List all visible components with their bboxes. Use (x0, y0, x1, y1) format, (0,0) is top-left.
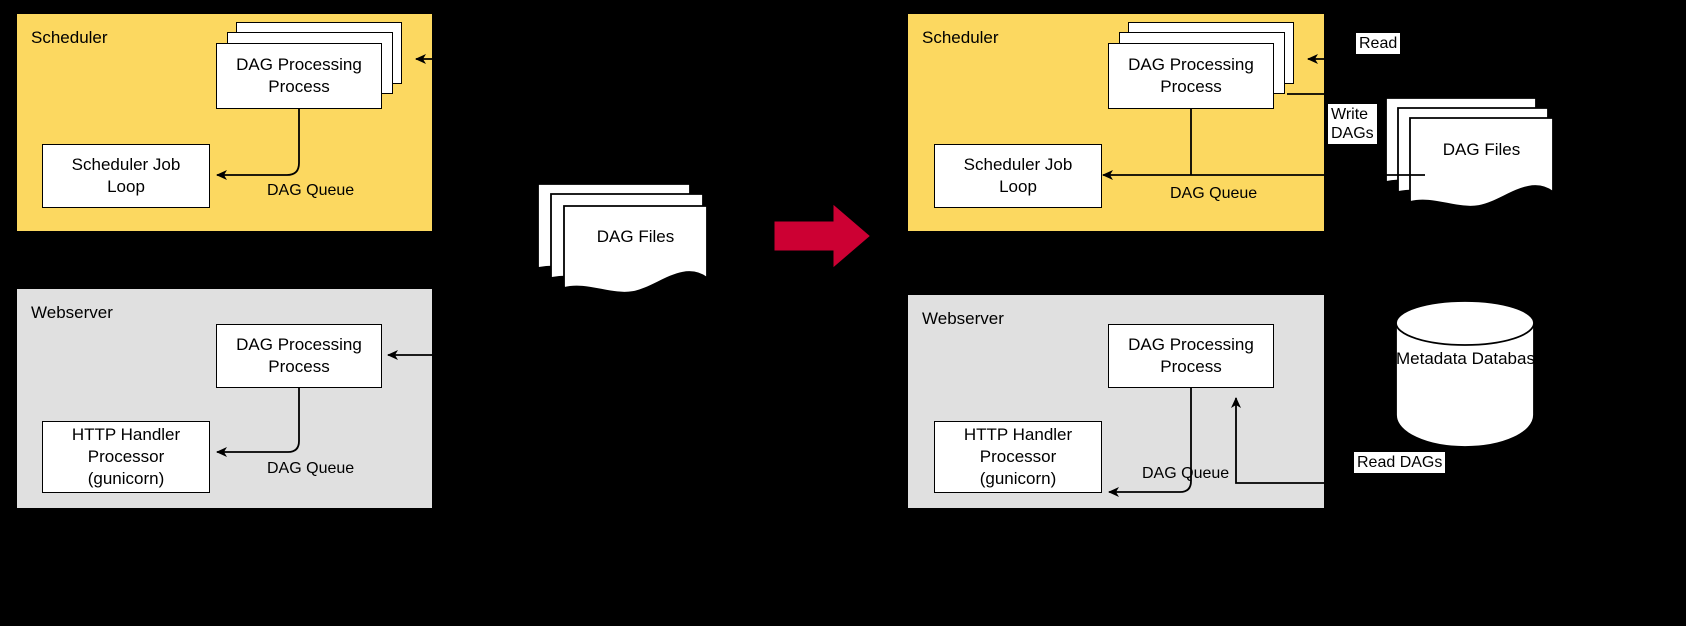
left-webserver-http-handler-line2: Processor (gunicorn) (87, 447, 165, 488)
right-scheduler-job-loop[interactable]: Scheduler Job Loop (934, 144, 1102, 208)
right-scheduler-dag-queue-label: DAG Queue (1170, 185, 1258, 202)
right-scheduler-dag-processing-line1: DAG Processing (1128, 55, 1254, 74)
right-webserver-dag-processing-line1: DAG Processing (1128, 335, 1254, 354)
metadata-database-label: Metadata Database (1396, 348, 1544, 369)
right-scheduler-job-loop-line1: Scheduler Job (963, 155, 1073, 174)
right-dag-files-label: DAG Files (1442, 140, 1521, 159)
right-scheduler-dag-processing-process[interactable]: DAG Processing Process (1108, 43, 1274, 109)
left-scheduler-dag-queue-label: DAG Queue (267, 182, 355, 199)
right-webserver-dag-processing-process[interactable]: DAG Processing Process (1108, 324, 1274, 388)
left-scheduler-job-loop-line2: Loop (107, 177, 145, 196)
left-scheduler-dag-processing-line1: DAG Processing (236, 55, 362, 74)
red-right-arrow (774, 204, 870, 268)
left-scheduler-dag-processing-process[interactable]: DAG Processing Process (216, 43, 382, 109)
right-webserver-http-handler[interactable]: HTTP Handler Processor (gunicorn) (934, 421, 1102, 493)
right-webserver-dag-queue-label: DAG Queue (1142, 465, 1230, 482)
left-webserver-dag-queue-label: DAG Queue (267, 460, 355, 477)
right-dag-files-stack-front (1409, 117, 1554, 208)
right-webserver-label: Webserver (922, 309, 1004, 328)
left-scheduler-job-loop[interactable]: Scheduler Job Loop (42, 144, 210, 208)
right-write-dags-line1: Write (1331, 106, 1369, 123)
left-webserver-http-handler[interactable]: HTTP Handler Processor (gunicorn) (42, 421, 210, 493)
right-webserver-http-handler-line2: Processor (gunicorn) (979, 447, 1057, 488)
left-scheduler-job-loop-line1: Scheduler Job (71, 155, 181, 174)
right-webserver-dag-processing-line2: Process (1160, 357, 1222, 376)
right-scheduler-job-loop-line2: Loop (999, 177, 1037, 196)
right-scheduler-label: Scheduler (922, 28, 999, 47)
left-scheduler-dag-processing-line2: Process (268, 77, 330, 96)
center-dag-files-stack-front (563, 205, 708, 294)
left-webserver-label: Webserver (31, 303, 113, 322)
center-dag-files-label: DAG Files (596, 227, 675, 246)
metadata-database-cylinder (1395, 300, 1535, 448)
left-scheduler-label: Scheduler (31, 28, 108, 47)
right-write-dags-line2: DAGs (1331, 125, 1374, 142)
right-read-dags-label: Read DAGs (1354, 452, 1446, 473)
right-read-label: Read (1356, 33, 1401, 54)
left-webserver-dag-processing-process[interactable]: DAG Processing Process (216, 324, 382, 388)
metadata-database-line2: Database (1471, 349, 1545, 368)
left-webserver-dag-processing-line2: Process (268, 357, 330, 376)
right-webserver-http-handler-line1: HTTP Handler (963, 425, 1073, 444)
right-scheduler-dag-processing-line2: Process (1160, 77, 1222, 96)
right-write-dags-label: Write DAGs (1328, 104, 1377, 144)
metadata-database-line1: Metadata (1396, 349, 1467, 368)
left-webserver-http-handler-line1: HTTP Handler (71, 425, 181, 444)
left-webserver-dag-processing-line1: DAG Processing (236, 335, 362, 354)
